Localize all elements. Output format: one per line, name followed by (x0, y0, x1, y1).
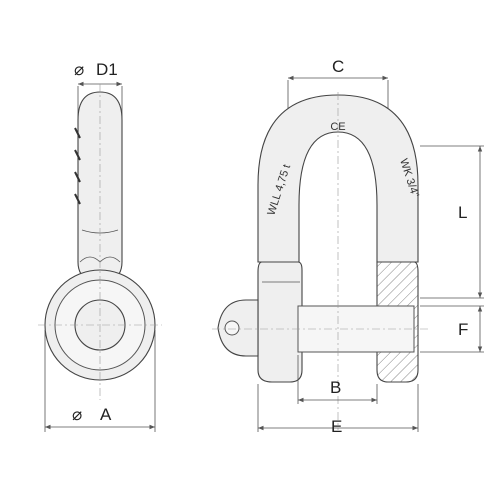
e-label: E (331, 417, 342, 436)
a-diameter-symbol: ⌀ (72, 405, 82, 424)
l-label: L (458, 203, 467, 222)
c-label: C (332, 57, 344, 76)
ce-mark: CE (330, 121, 345, 133)
front-pin-head-hole (224, 320, 240, 336)
side-view: ⌀ D1 ⌀ A (38, 60, 162, 432)
a-label: A (100, 405, 112, 424)
front-view: C CE WLL 4,75 t WK 3/4" L F (212, 57, 484, 436)
d1-label: D1 (96, 60, 118, 79)
b-label: B (330, 378, 341, 397)
side-emboss-marks (74, 127, 81, 205)
front-left-eye (257, 261, 303, 383)
front-bow-body (257, 94, 419, 263)
f-label: F (458, 320, 468, 339)
d1-diameter-symbol: ⌀ (74, 60, 84, 79)
